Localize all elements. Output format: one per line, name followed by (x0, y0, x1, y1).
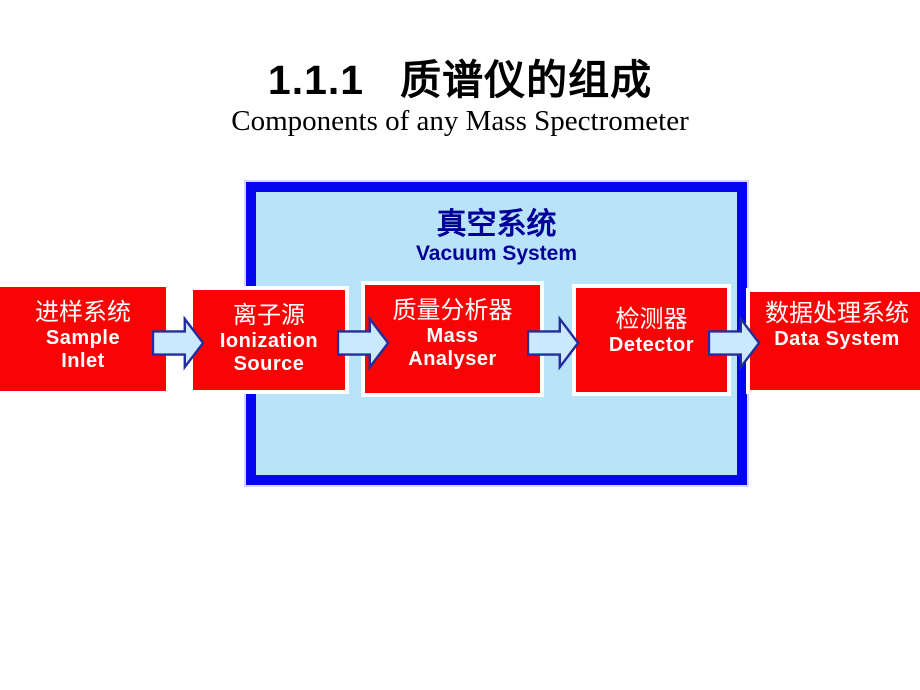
flow-arrow-icon (708, 315, 761, 371)
page-title: 1.1.1 质谱仪的组成 (0, 46, 920, 106)
flow-box-label-en: Mass Analyser (408, 325, 497, 370)
flow-box-label-en: Sample Inlet (45, 327, 121, 372)
title-chinese: 质谱仪的组成 (400, 57, 653, 103)
flow-box-label-en: Detector (608, 334, 695, 356)
flow-box-label-cn: 检测器 (615, 307, 688, 333)
flow-box-data-system: 数据处理系统 Data System (746, 288, 920, 394)
flow-box-label-en: Ionization Source (219, 330, 319, 375)
flow-box-label-cn: 离子源 (233, 303, 305, 329)
vacuum-label-cn: 真空系统 (436, 208, 557, 241)
flow-box-label-cn: 质量分析器 (392, 298, 513, 324)
page-subtitle: Components of any Mass Spectrometer (231, 105, 689, 137)
vacuum-label-en: Vacuum System (415, 242, 578, 265)
flow-box-label-en: Data System (774, 328, 900, 350)
flow-box-label-cn: 进样系统 (35, 300, 131, 326)
flow-arrow-icon (152, 315, 205, 371)
flow-arrow-icon (527, 315, 580, 371)
flow-box-sample-inlet: 进样系统 Sample Inlet (0, 283, 170, 395)
flow-arrow-icon (337, 315, 390, 371)
title-section-number: 1.1.1 (267, 57, 365, 103)
flow-box-label-cn: 数据处理系统 (765, 301, 909, 327)
flow-box-ionization-source: 离子源 Ionization Source (189, 286, 349, 394)
